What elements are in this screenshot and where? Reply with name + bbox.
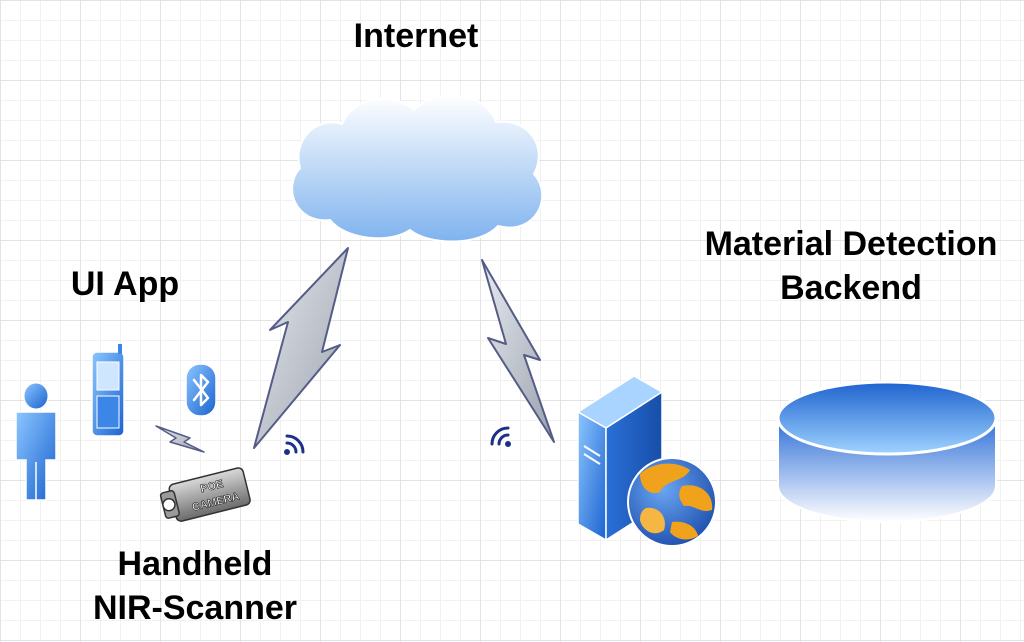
mobile-phone-icon [91,344,125,437]
wireless-link-left-icon [253,247,349,449]
globe-icon [627,457,717,547]
wifi-signal-left-icon [284,434,305,455]
scanner-label: Handheld NIR-Scanner [60,542,330,630]
scanner-label-line-2: NIR-Scanner [92,589,298,627]
wifi-signal-right-icon [490,426,511,447]
cloud-icon [291,94,544,243]
backend-label-line-1: Material Detection [704,225,998,263]
camera-label-top: POE [199,478,224,495]
user-person-icon [15,382,57,501]
backend-label-line-2: Backend [780,269,922,307]
backend-label: Material Detection Backend [682,222,1020,310]
scanner-label-line-1: Handheld [117,545,273,583]
poe-camera-icon: POE CAMERA [159,467,251,522]
wireless-link-right-icon [481,259,555,443]
bluetooth-link-icon [155,425,205,453]
database-icon [776,380,998,523]
internet-label: Internet [353,17,479,55]
ui-app-label: UI App [70,265,180,303]
bluetooth-icon [185,363,217,417]
